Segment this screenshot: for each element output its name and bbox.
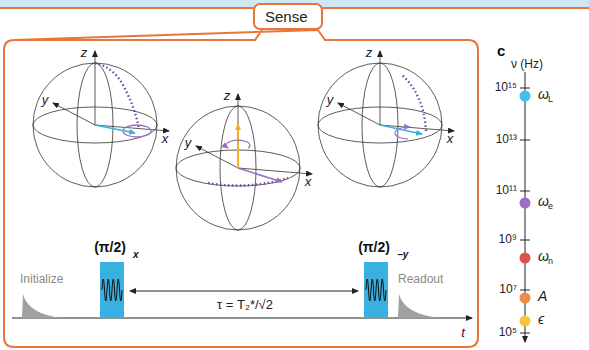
tick-label: 10¹³: [496, 133, 517, 146]
bloch-sphere: [176, 94, 312, 230]
pulse-axis: −y: [397, 249, 408, 260]
axis-label: y: [42, 93, 49, 107]
axis-label: x: [162, 132, 169, 146]
frequency-symbol: ω: [538, 194, 549, 209]
frequency-subscript: n: [548, 257, 553, 267]
axis-label: x: [305, 175, 312, 189]
axis-label: t: [461, 326, 465, 340]
axis-label: z: [366, 46, 373, 60]
frequency-symbol: ω: [538, 87, 549, 102]
tick-label: 10⁹: [499, 233, 518, 246]
axis-label: x: [447, 132, 454, 146]
frequency-symbol: ϵ: [538, 312, 544, 327]
axis-label: z: [224, 89, 231, 103]
frequency-subscript: e: [548, 202, 553, 212]
step-label: Readout: [398, 273, 443, 286]
axis-title: ν (Hz): [511, 58, 543, 71]
pulse-label: (π/2): [358, 240, 390, 255]
pulse-sequence: [12, 262, 472, 318]
tick-label: 10¹¹: [496, 184, 517, 197]
pulse-axis: x: [133, 249, 139, 260]
panel-letter: c: [497, 43, 505, 60]
bloch-sphere: [318, 51, 454, 187]
frequency-axis: [520, 72, 530, 342]
frequency-symbol: A: [538, 289, 547, 304]
frequency-subscript: L: [548, 95, 553, 105]
tab-box: Sense: [253, 3, 323, 30]
axis-label: y: [327, 93, 334, 107]
axis-label: z: [81, 46, 88, 60]
tick-label: 10⁷: [499, 283, 517, 296]
step-label: Initialize: [20, 273, 63, 286]
bloch-sphere: [33, 51, 169, 187]
tick-label: 10¹⁵: [495, 81, 517, 94]
frequency-symbol: ω: [538, 249, 549, 264]
frequency-dots: [520, 91, 531, 327]
tick-label: 10⁵: [499, 326, 517, 339]
pulse-label: (π/2): [94, 240, 126, 255]
axis-label: y: [185, 136, 192, 150]
sense-panel: [4, 30, 478, 347]
tab-label: Sense: [265, 8, 311, 25]
delay-label: τ = T₂*/√2: [217, 298, 273, 312]
